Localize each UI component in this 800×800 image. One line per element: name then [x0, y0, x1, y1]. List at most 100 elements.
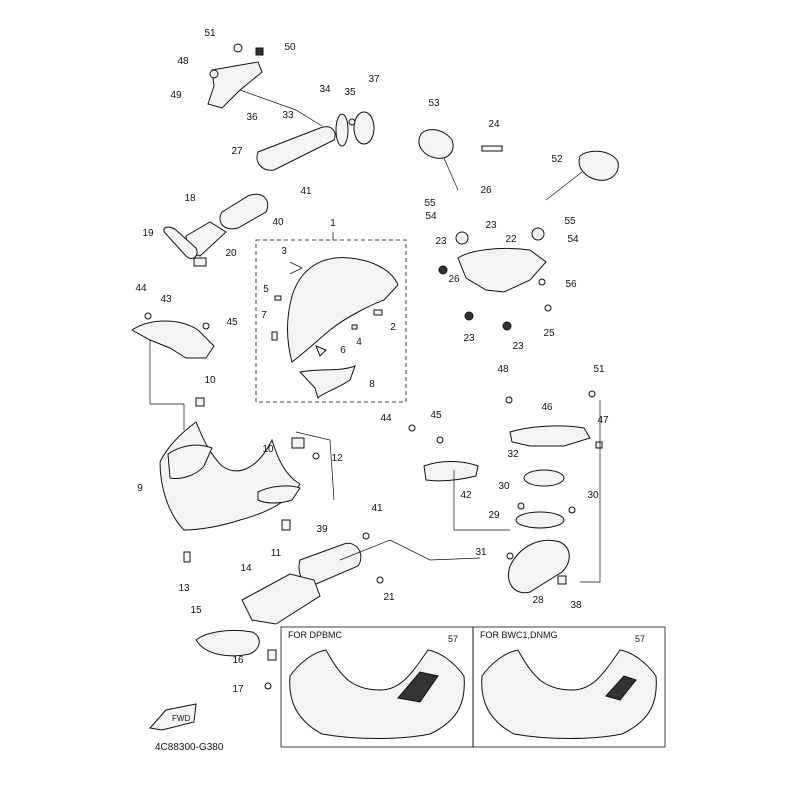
- clip-11: [281, 519, 291, 531]
- bolt-12: [312, 452, 320, 460]
- callout-6: 6: [340, 345, 346, 356]
- callout-23: 23: [435, 236, 447, 247]
- callout-44: 44: [135, 283, 147, 294]
- callout-11: 11: [271, 548, 282, 559]
- callout-23: 23: [463, 333, 475, 344]
- bolt-24: [481, 145, 503, 152]
- callout-45: 45: [226, 317, 238, 328]
- cowling-variant-right: [481, 649, 657, 739]
- clip-30b: [568, 506, 576, 514]
- callout-51: 51: [593, 364, 605, 375]
- callout-51: 51: [204, 28, 216, 39]
- callout-33: 33: [282, 110, 294, 121]
- windshield-group-box: [255, 239, 407, 403]
- callout-55: 55: [424, 198, 436, 209]
- windshield: [287, 257, 399, 363]
- callout-10: 10: [204, 375, 216, 386]
- callout-25: 25: [543, 328, 555, 339]
- callout-20: 20: [225, 248, 237, 259]
- graphic-57-left: [397, 671, 439, 703]
- callout-22: 22: [505, 234, 517, 245]
- callout-42: 42: [460, 490, 472, 501]
- variant-panel-left: FOR DPBMC 57: [280, 626, 474, 748]
- callout-41: 41: [300, 186, 312, 197]
- callout-45: 45: [430, 410, 442, 421]
- ring-29: [515, 511, 565, 529]
- callout-16: 16: [232, 655, 244, 666]
- callout-30: 30: [498, 481, 510, 492]
- assembly-line-mid: [295, 431, 335, 501]
- part-38: [557, 575, 567, 585]
- cowling-variant-left: [289, 649, 465, 739]
- callout-50: 50: [284, 42, 296, 53]
- ring-37: [353, 111, 375, 145]
- bolt-31: [506, 552, 514, 560]
- mirror-52: [578, 150, 619, 181]
- callout-2: 2: [390, 322, 396, 333]
- callout-27: 27: [231, 146, 243, 157]
- callout-54: 54: [567, 234, 579, 245]
- bolt-17: [264, 682, 272, 690]
- callout-48: 48: [497, 364, 509, 375]
- mirror-52-stem: [545, 171, 583, 201]
- ring-32: [523, 469, 565, 487]
- bolt-44-right: [408, 424, 416, 432]
- washer-54-left: [455, 231, 469, 245]
- callout-43: 43: [160, 294, 172, 305]
- grommet-23b: [464, 311, 474, 321]
- panel-left-callout: 57: [448, 634, 458, 644]
- callout-5: 5: [263, 284, 269, 295]
- ring-34: [335, 113, 349, 147]
- cowling-lower: [257, 485, 301, 504]
- callout-7: 7: [261, 310, 267, 321]
- part-6: [315, 345, 327, 357]
- nut-47: [595, 441, 603, 449]
- bolt-45: [202, 322, 210, 330]
- callout-53: 53: [428, 98, 440, 109]
- duct-40: [219, 193, 269, 230]
- stay-22: [457, 247, 547, 293]
- callout-32: 32: [507, 449, 519, 460]
- callout-47: 47: [597, 415, 609, 426]
- callout-35: 35: [344, 87, 356, 98]
- diagram-code: 4C88300-G380: [155, 742, 224, 753]
- callout-26: 26: [480, 185, 492, 196]
- fwd-label: FWD: [172, 714, 190, 723]
- part-16: [267, 649, 277, 661]
- bracket-42: [423, 461, 479, 482]
- callout-1: 1: [330, 218, 336, 229]
- callout-54: 54: [425, 211, 437, 222]
- callout-4: 4: [356, 337, 362, 348]
- callout-12: 12: [331, 453, 343, 464]
- part-2: [373, 309, 383, 316]
- windshield-trim: [299, 365, 356, 400]
- bolt-35: [348, 118, 356, 126]
- part-4: [351, 324, 358, 330]
- callout-15: 15: [190, 605, 202, 616]
- callout-41: 41: [371, 503, 383, 514]
- callout-9: 9: [137, 483, 143, 494]
- grommet-23a: [438, 265, 448, 275]
- clip-30a: [517, 502, 525, 510]
- callout-8: 8: [369, 379, 375, 390]
- air-duct-33: [256, 126, 336, 171]
- callout-55: 55: [564, 216, 576, 227]
- callout-30: 30: [587, 490, 599, 501]
- bolt-45-right: [436, 436, 444, 444]
- callout-21: 21: [383, 592, 395, 603]
- callout-28: 28: [532, 595, 544, 606]
- panel-left-label: FOR DPBMC: [288, 630, 343, 640]
- callout-52: 52: [551, 154, 563, 165]
- clip-20: [193, 257, 207, 267]
- bolt-21: [376, 576, 384, 584]
- upper-left-bracket: [207, 61, 263, 109]
- part-3-bracket: [289, 261, 303, 275]
- graphic-57-right: [605, 675, 637, 701]
- callout-39: 39: [316, 524, 328, 535]
- clip-10-top: [195, 397, 205, 407]
- assembly-line-lower: [339, 539, 481, 561]
- callout-40: 40: [272, 217, 284, 228]
